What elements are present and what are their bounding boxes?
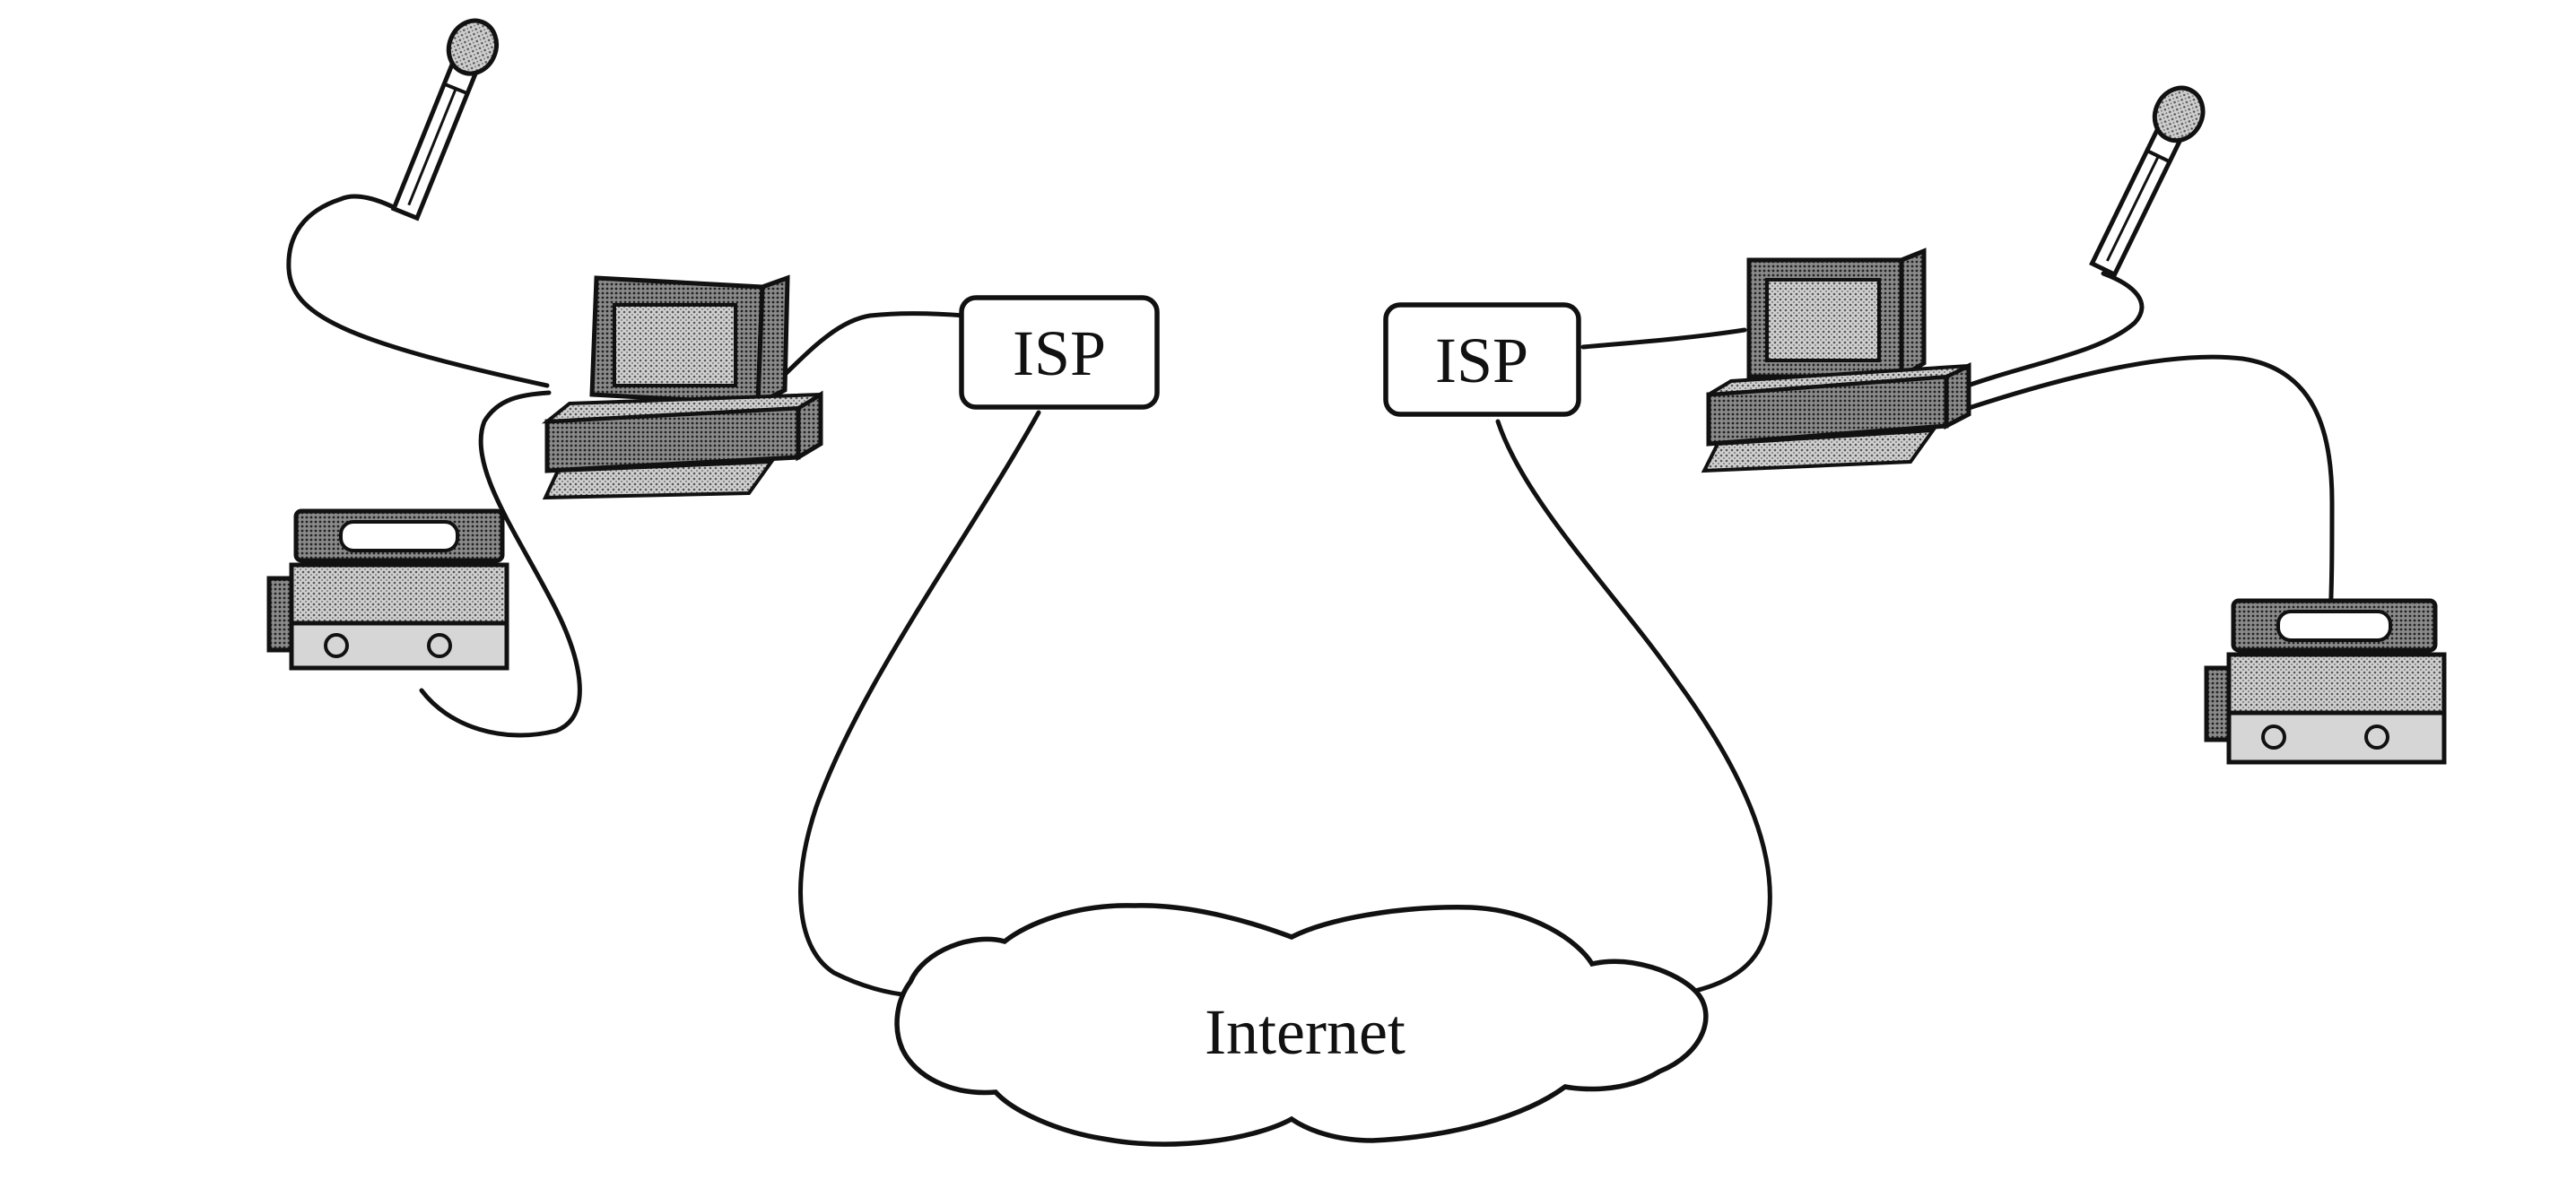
microphone-icon: [390, 18, 500, 221]
cable-isp-cloud-left: [798, 410, 1041, 998]
computer-icon: [1701, 247, 1971, 473]
microphone-icon: [2089, 85, 2206, 278]
cloud-shape: [894, 903, 1709, 1147]
computer-icon: [541, 274, 823, 500]
cable-camera-right: [1953, 354, 2335, 621]
isp-label-right: ISP: [1435, 325, 1528, 396]
isp-label-left: ISP: [1013, 317, 1106, 389]
cable-camera-left: [419, 390, 582, 738]
cable-isp-cloud-right: [1495, 419, 1772, 993]
cable-mic-left: [286, 194, 550, 388]
internet-label: Internet: [1205, 996, 1405, 1068]
cable-isp-computer-right: [1580, 327, 1747, 350]
isp-node-right: ISP: [1383, 302, 1581, 417]
video-camera-icon: [266, 508, 509, 671]
cable-mic-right: [1953, 271, 2145, 393]
internet-cloud: Internet: [894, 903, 1709, 1147]
video-camera-icon: [2204, 598, 2447, 765]
isp-node-left: ISP: [959, 295, 1160, 410]
